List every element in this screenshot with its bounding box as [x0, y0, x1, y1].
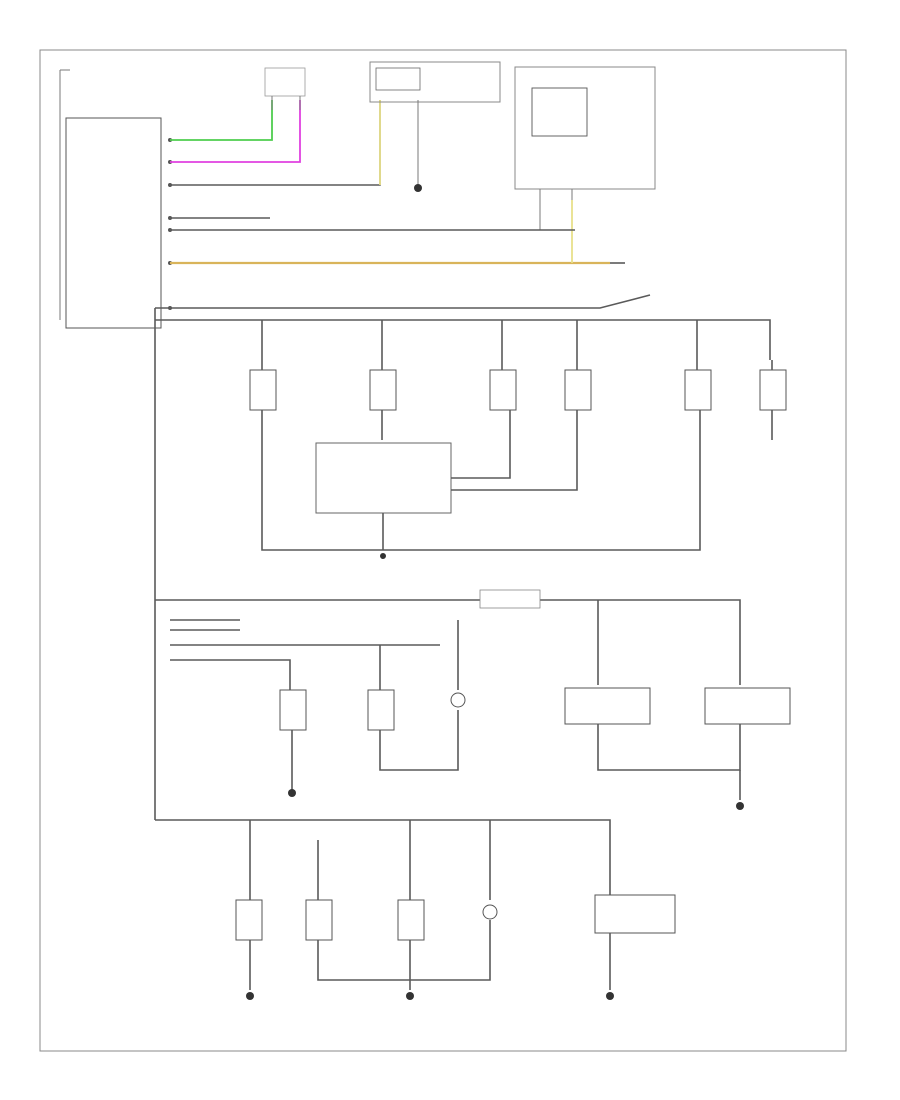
- fuse-block: [59, 69, 172, 329]
- wire-gray-top: [170, 100, 381, 186]
- switch-box-top-right: [514, 66, 656, 230]
- wire-magenta: [170, 100, 301, 163]
- courtesy-lamp-row-1: [249, 369, 787, 411]
- courtesy-lamp-row-3: [235, 894, 676, 941]
- relay-box-top: [369, 61, 501, 192]
- wire-green: [170, 100, 273, 141]
- ignition-switch: [264, 67, 306, 110]
- courtesy-lamp-row-2: [279, 687, 791, 731]
- diagram-border: [39, 49, 847, 1052]
- relay-middle: [479, 589, 541, 609]
- body-control-module: [315, 442, 452, 514]
